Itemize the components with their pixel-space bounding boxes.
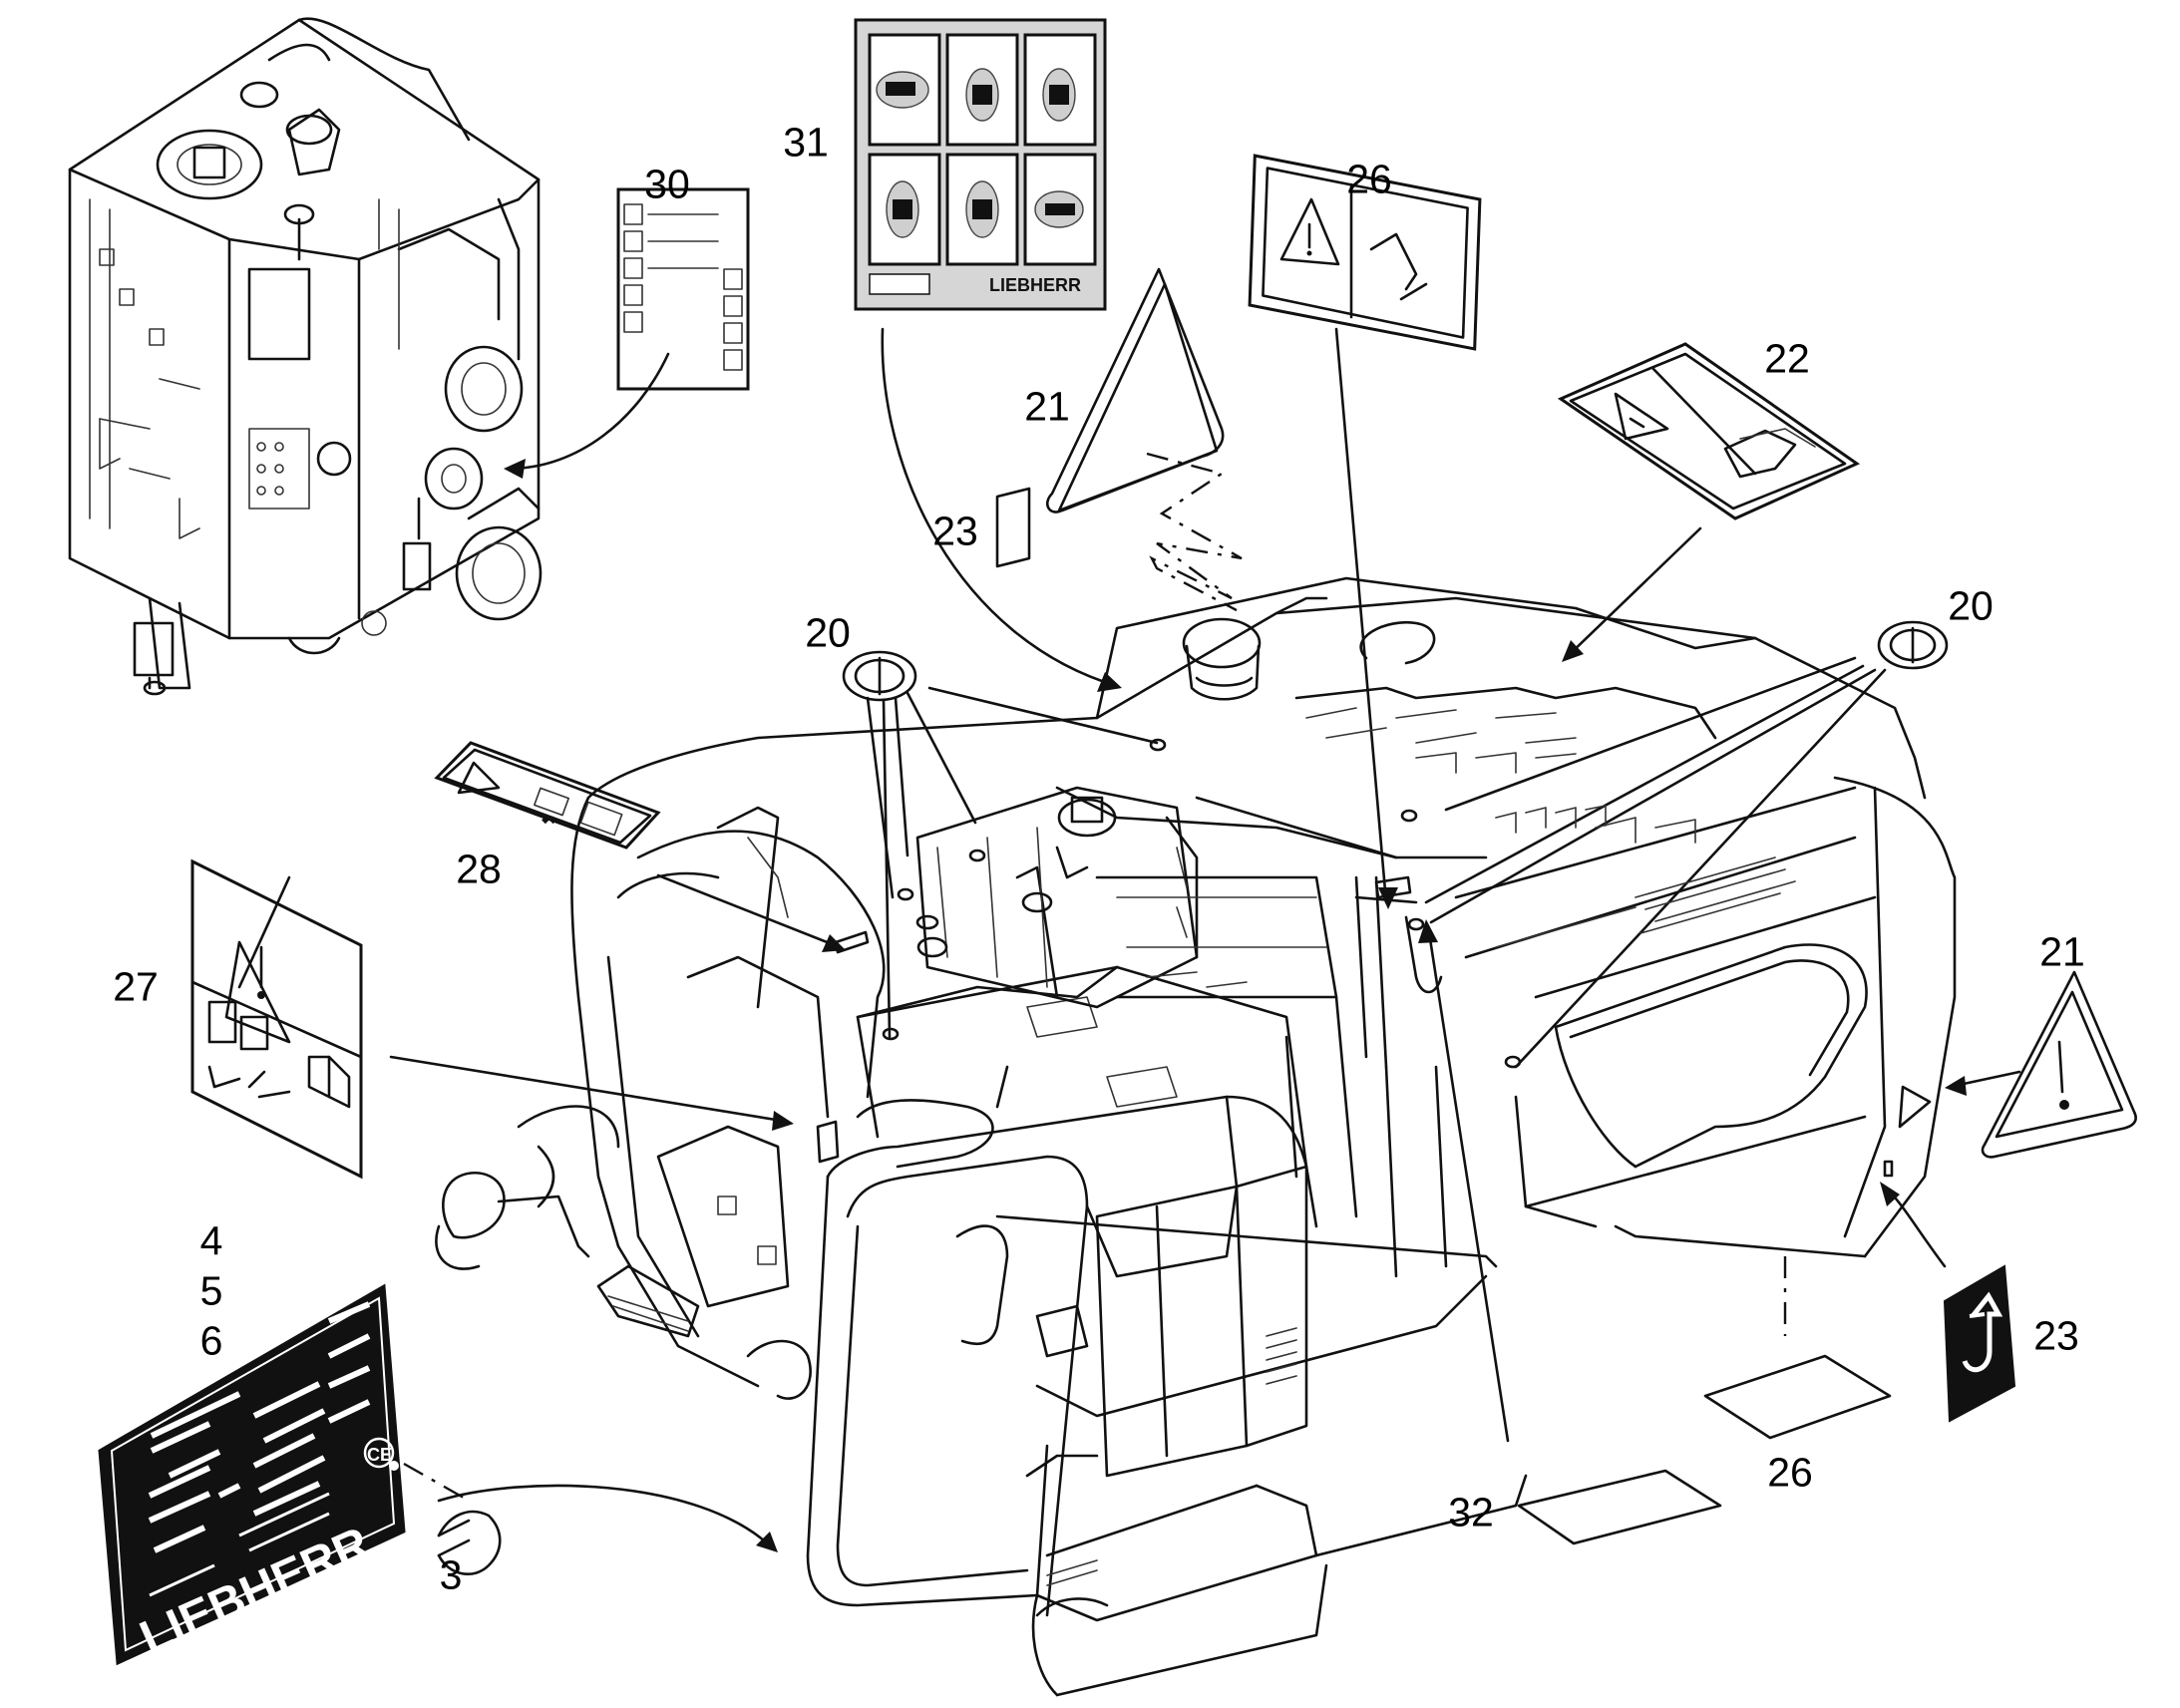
callout-22: 22	[1764, 335, 1810, 382]
callout-30: 30	[644, 161, 690, 207]
callout-31: 31	[783, 119, 829, 166]
grommet-20-right	[1424, 620, 1949, 1069]
decal-21-right	[1945, 970, 2137, 1159]
callout-6: 6	[199, 1317, 223, 1364]
decal-32	[1418, 919, 1722, 1545]
decal-21-top	[995, 267, 1243, 612]
decal-26-bottom	[1703, 1256, 1892, 1440]
machine-left-frame	[435, 796, 1059, 1400]
svg-text:◆◆: ◆◆	[542, 815, 557, 826]
callout-21-top: 21	[1024, 383, 1070, 430]
callout-20-right: 20	[1948, 582, 1994, 629]
callout-32: 32	[1448, 1489, 1494, 1536]
decal-31: LIEBHERR	[854, 18, 1122, 692]
callout-4: 4	[199, 1217, 223, 1264]
machine-decal-markers	[816, 738, 1932, 1178]
callout-27: 27	[113, 963, 159, 1010]
machine-uppercarriage	[586, 576, 1957, 1697]
type-plate-ce: CE	[367, 1445, 392, 1465]
callout-20-left: 20	[805, 609, 851, 656]
callout-5: 5	[199, 1267, 223, 1314]
callout-23-right: 23	[2033, 1312, 2079, 1359]
callout-28: 28	[456, 846, 502, 892]
callout-26-bottom: 26	[1767, 1449, 1813, 1496]
decal-28: ◆◆	[434, 741, 846, 952]
callout-3: 3	[439, 1551, 463, 1598]
decal-26-top	[1248, 154, 1482, 909]
callout-21-right: 21	[2039, 928, 2085, 975]
grommet-20-left	[842, 650, 1159, 1039]
tank-module-drawing	[68, 17, 543, 696]
operator-cab	[806, 965, 1318, 1617]
decal31-brand: LIEBHERR	[989, 275, 1081, 295]
callout-26-top: 26	[1346, 156, 1392, 202]
callout-23-top: 23	[932, 508, 978, 554]
decal-30	[504, 187, 750, 479]
decal-27	[190, 858, 794, 1180]
decal-23-right	[1880, 1182, 2016, 1423]
decal-22	[1557, 342, 1861, 662]
machine-control-block	[915, 786, 1443, 1069]
